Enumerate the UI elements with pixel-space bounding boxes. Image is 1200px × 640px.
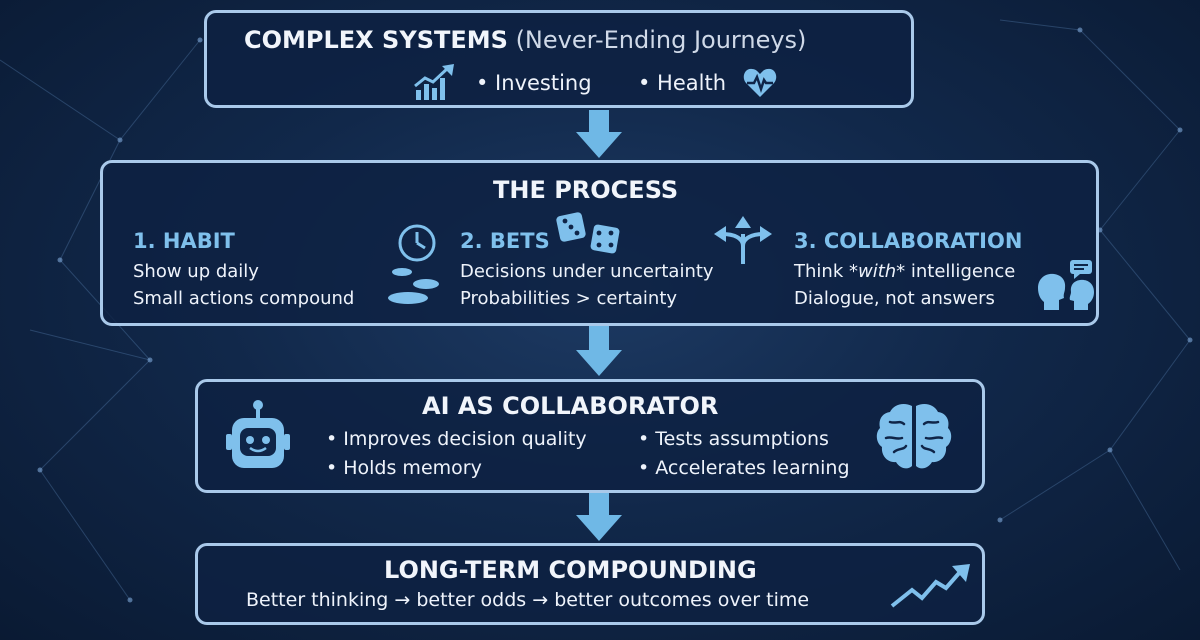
collab-line1-post: * intelligence [896, 261, 1016, 282]
collaboration-step-title: 3. COLLABORATION [794, 229, 1023, 253]
flow-arrow-3 [576, 493, 622, 541]
bets-step-title: 2. BETS [460, 229, 550, 253]
habit-line-1: Show up daily [133, 261, 259, 282]
complex-systems-box [204, 10, 914, 108]
complex-systems-subtitle: (Never-Ending Journeys) [515, 26, 807, 54]
flow-arrow-1 [576, 110, 622, 158]
process-title: THE PROCESS [493, 176, 679, 204]
complex-systems-title: COMPLEX SYSTEMS [244, 26, 508, 54]
compounding-box [195, 543, 985, 625]
collaboration-line-1: Think *with* intelligence [794, 261, 1015, 282]
ai-bullet-3: • Tests assumptions [638, 428, 829, 450]
collab-line1-emphasis: with [857, 261, 897, 282]
compounding-title: LONG-TERM COMPOUNDING [384, 556, 757, 584]
bets-line-1: Decisions under uncertainty [460, 261, 714, 282]
ai-bullet-2: • Holds memory [326, 457, 482, 479]
clock-icon [398, 224, 436, 262]
ai-collaborator-box [195, 379, 985, 493]
ai-bullet-1: • Improves decision quality [326, 428, 587, 450]
trend-up-arrow-icon [890, 564, 970, 608]
complex-systems-heading: COMPLEX SYSTEMS (Never-Ending Journeys) [244, 26, 806, 54]
health-item: • Health [638, 71, 727, 95]
ai-collaborator-title: AI AS COLLABORATOR [422, 392, 719, 420]
habit-step-title: 1. HABIT [133, 229, 235, 253]
ai-bullet-4: • Accelerates learning [638, 457, 850, 479]
heart-pulse-icon [743, 68, 777, 97]
bar-chart-up-icon [414, 64, 454, 100]
bets-line-2: Probabilities > certainty [460, 288, 678, 309]
investing-item: • Investing [476, 71, 592, 95]
collab-line1-pre: Think * [794, 261, 858, 282]
collaboration-line-2: Dialogue, not answers [794, 288, 995, 309]
dice-icon [556, 212, 620, 254]
flow-arrow-2 [576, 326, 622, 376]
brain-icon [876, 404, 952, 469]
stepping-stones-icon [388, 268, 439, 304]
habit-line-2: Small actions compound [133, 288, 355, 309]
diverging-arrows-icon [714, 216, 772, 264]
robot-icon [226, 400, 290, 468]
compounding-line: Better thinking → better odds → better o… [246, 589, 810, 611]
dialogue-heads-icon [1038, 260, 1094, 310]
